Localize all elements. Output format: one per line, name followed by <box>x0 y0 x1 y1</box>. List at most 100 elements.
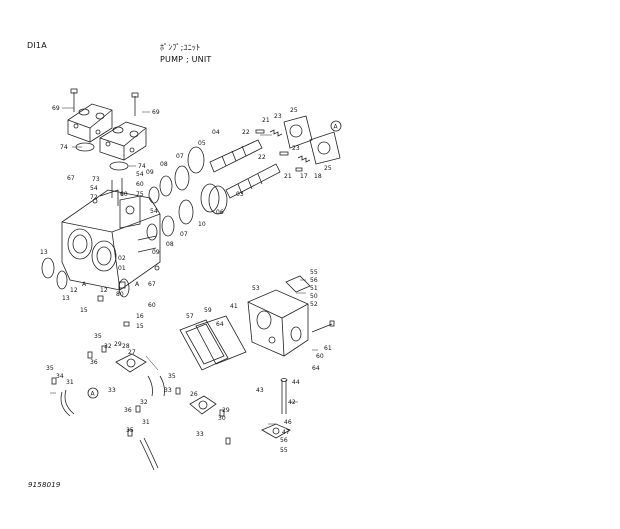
label-32: 32 <box>140 399 148 406</box>
label-33: 33 <box>108 387 116 394</box>
label-36: 36 <box>124 407 132 414</box>
figure-number: 9158019 <box>28 481 61 489</box>
label-12: 12 <box>100 287 108 294</box>
label-30: 30 <box>218 415 226 422</box>
label-01: 01 <box>118 265 126 272</box>
fitting-47 <box>261 423 291 439</box>
label-60: 60 <box>120 191 128 198</box>
label-59: 59 <box>204 307 212 314</box>
label-72: 72 <box>90 194 98 201</box>
small-fasteners <box>51 345 231 445</box>
label-17: 17 <box>300 173 308 180</box>
title-japanese: ﾎﾟﾝﾌﾟ;ﾕﾆｯﾄ <box>160 43 201 52</box>
label-10: 10 <box>198 221 206 228</box>
shaft-04 <box>209 139 263 173</box>
label-29: 29 <box>114 341 122 348</box>
svg-text:A: A <box>334 124 339 131</box>
callout-a-3: A <box>82 281 87 288</box>
label-03: 03 <box>236 191 244 198</box>
label-54: 54 <box>150 208 158 215</box>
label-07: 07 <box>180 231 188 238</box>
label-31: 31 <box>66 379 74 386</box>
label-73: 73 <box>92 176 100 183</box>
label-52: 52 <box>310 301 318 308</box>
label-41: 41 <box>230 303 238 310</box>
label-50: 50 <box>310 293 318 300</box>
label-54: 54 <box>90 185 98 192</box>
label-56: 56 <box>280 437 288 444</box>
label-36: 36 <box>90 359 98 366</box>
label-08: 08 <box>160 161 168 168</box>
label-55: 55 <box>280 447 288 454</box>
label-60: 60 <box>148 302 156 309</box>
label-09: 09 <box>152 249 160 256</box>
label-23: 23 <box>292 145 300 152</box>
label-09: 09 <box>146 169 154 176</box>
label-43: 43 <box>256 387 264 394</box>
svg-text:A: A <box>135 281 140 288</box>
valve-block-left <box>67 103 113 143</box>
callout-a-2: A <box>87 387 99 399</box>
valve-block-right <box>99 121 147 161</box>
bolt-61 <box>311 320 335 333</box>
shaft-03 <box>225 163 281 199</box>
label-60: 60 <box>136 181 144 188</box>
label-25: 25 <box>324 165 332 172</box>
callout-a-4: A <box>135 281 140 288</box>
label-69: 69 <box>152 109 160 116</box>
label-67: 67 <box>148 281 156 288</box>
bearing-plates-25 <box>283 115 341 165</box>
svg-text:A: A <box>82 281 87 288</box>
label-51: 51 <box>310 285 318 292</box>
label-69: 69 <box>52 105 60 112</box>
label-56: 56 <box>310 277 318 284</box>
label-57: 57 <box>186 313 194 320</box>
label-22: 22 <box>258 154 266 161</box>
flange-26 <box>189 395 217 415</box>
label-21: 21 <box>262 117 270 124</box>
label-47: 47 <box>282 429 290 436</box>
model-code: DI1A <box>27 41 47 50</box>
bolt-69-right <box>131 92 139 116</box>
label-64: 64 <box>216 321 224 328</box>
label-42: 42 <box>288 399 296 406</box>
label-53: 53 <box>252 285 260 292</box>
label-12: 12 <box>70 287 78 294</box>
regulator-body-41 <box>247 289 309 357</box>
part-labels: 69 69 74 74 67 67 73 54 54 54 72 60 60 6… <box>40 105 332 454</box>
label-06: 06 <box>216 209 224 216</box>
label-26: 26 <box>190 391 198 398</box>
label-29: 29 <box>222 407 230 414</box>
hoses <box>60 375 165 471</box>
label-74: 74 <box>138 163 146 170</box>
callout-a-1: A <box>330 120 342 132</box>
label-55: 55 <box>310 269 318 276</box>
label-08: 08 <box>166 241 174 248</box>
label-15: 15 <box>136 323 144 330</box>
cover-plate-55 <box>285 275 311 293</box>
pump-housing <box>61 189 161 291</box>
label-33: 33 <box>196 431 204 438</box>
label-13: 13 <box>62 295 70 302</box>
label-31: 31 <box>142 419 150 426</box>
label-13: 13 <box>40 249 48 256</box>
label-02: 02 <box>118 255 126 262</box>
bolt-69-left <box>70 88 78 112</box>
label-04: 04 <box>212 129 220 136</box>
label-21: 21 <box>284 173 292 180</box>
flange-27 <box>115 353 147 373</box>
label-16: 16 <box>136 313 144 320</box>
title-english: PUMP ; UNIT <box>160 55 212 64</box>
label-28: 28 <box>122 343 130 350</box>
label-64: 64 <box>312 365 320 372</box>
label-25: 25 <box>290 107 298 114</box>
label-32: 32 <box>104 343 112 350</box>
svg-text:A: A <box>91 391 96 398</box>
label-61: 61 <box>324 345 332 352</box>
label-33: 33 <box>164 387 172 394</box>
label-35: 35 <box>168 373 176 380</box>
label-18: 18 <box>314 173 322 180</box>
label-22: 22 <box>242 129 250 136</box>
